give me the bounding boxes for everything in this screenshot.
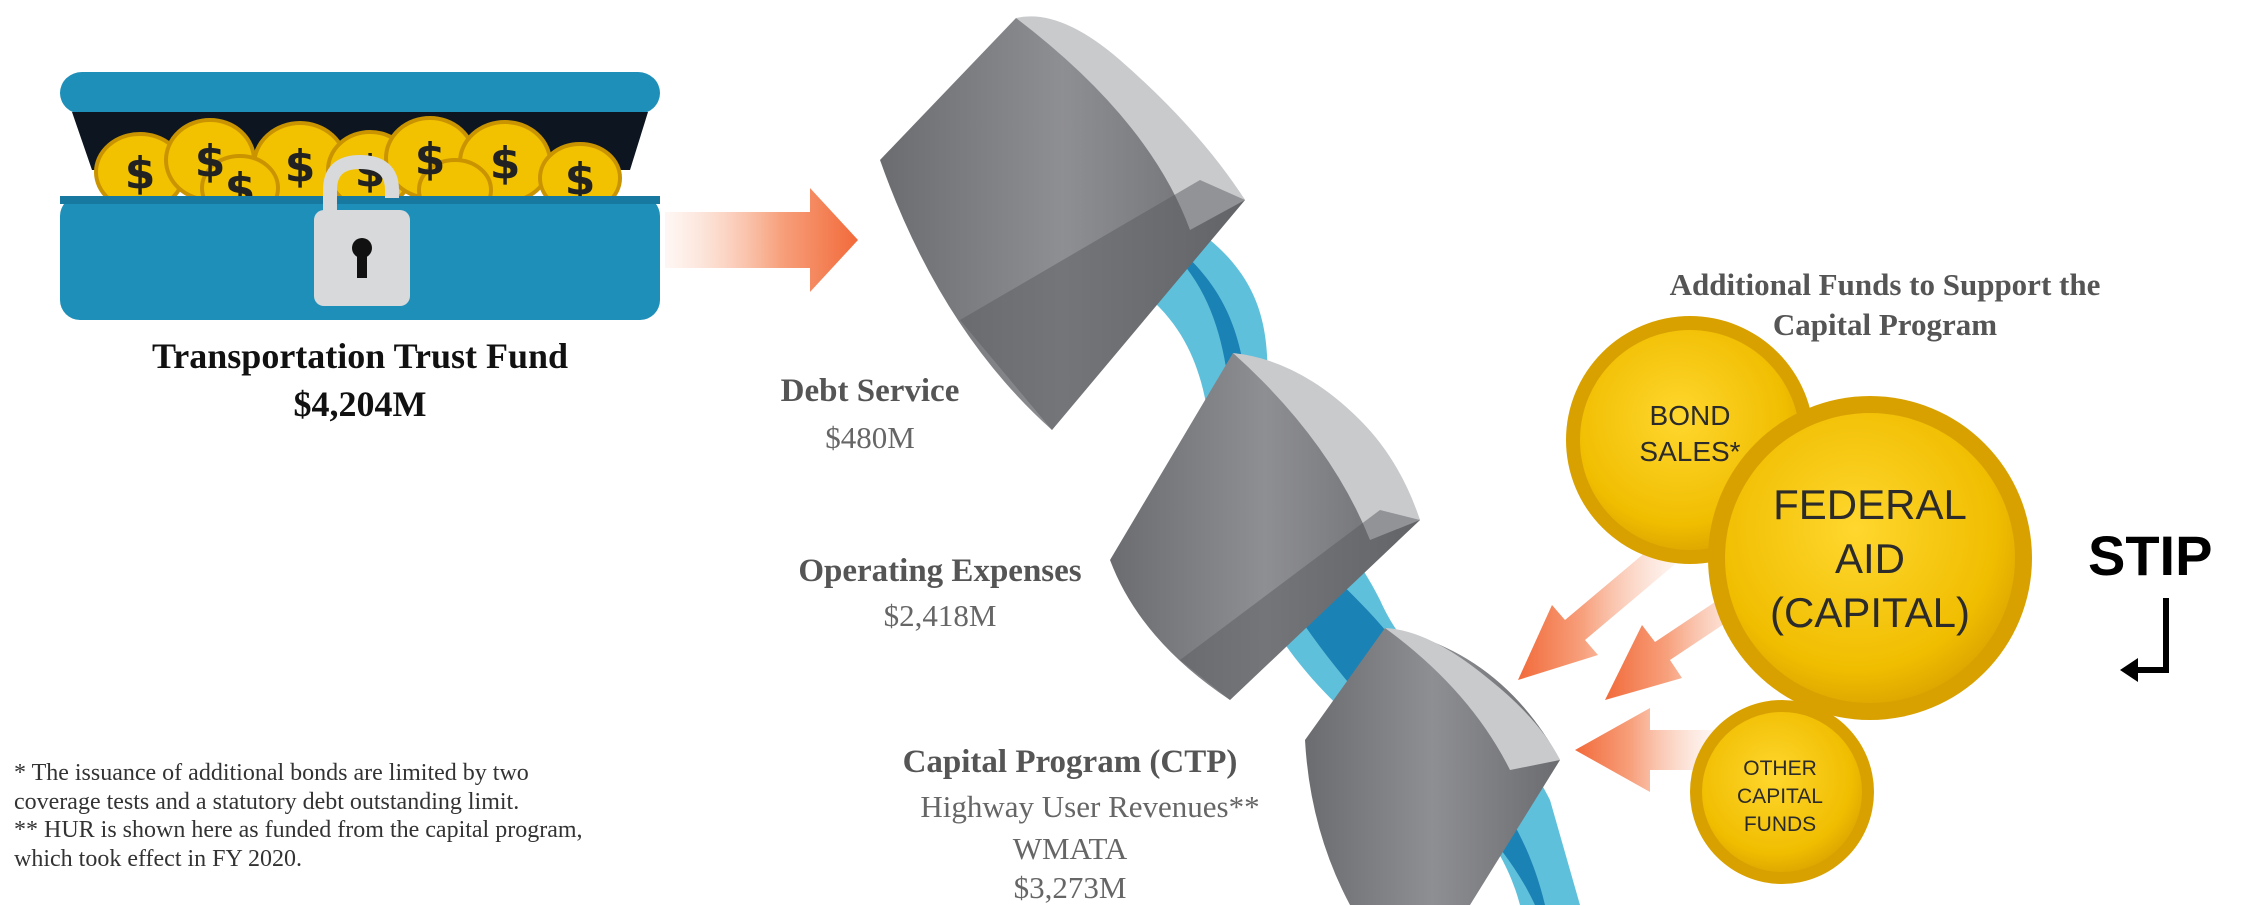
operating-expenses-amount: $2,418M	[883, 598, 997, 633]
capital-program-wmata: WMATA	[1012, 831, 1128, 866]
capital-program-label: Capital Program (CTP)	[902, 744, 1238, 780]
svg-text:$: $	[415, 134, 446, 185]
footnote-line: coverage tests and a statutory debt outs…	[14, 788, 520, 815]
arrow-right-icon	[665, 188, 858, 292]
bucket-capital-program	[1305, 628, 1560, 905]
bond-sales-label: BOND SALES*	[1639, 400, 1741, 467]
additional-funds-title-line1: Additional Funds to Support the	[1669, 267, 2101, 302]
trust-fund-title: Transportation Trust Fund	[151, 336, 569, 376]
footnote-line: which took effect in FY 2020.	[14, 845, 302, 872]
svg-text:$: $	[195, 136, 226, 187]
arrow-left-icon	[1575, 708, 1715, 792]
footnotes: * The issuance of additional bonds are l…	[14, 759, 654, 873]
svg-text:$: $	[490, 138, 521, 189]
padlock-icon	[314, 154, 410, 306]
federal-aid-label: FEDERAL AID (CAPITAL)	[1770, 481, 1970, 636]
capital-program-hur: Highway User Revenues**	[920, 789, 1260, 824]
other-capital-funds-label: OTHER CAPITAL FUNDS	[1737, 757, 1823, 836]
stip-label: STIP	[2088, 524, 2213, 587]
additional-funds-title: Additional Funds to Support the Capital …	[1620, 265, 2150, 345]
coin-other-capital-funds	[1690, 700, 1874, 884]
coin-federal-aid	[1708, 396, 2032, 720]
trust-fund-amount: $4,204M	[293, 384, 427, 424]
bucket-debt-service	[880, 16, 1245, 430]
bucket-operating-expenses	[1110, 353, 1420, 700]
return-arrow-icon	[2120, 598, 2169, 682]
operating-expenses-label: Operating Expenses	[798, 553, 1082, 589]
footnote-line: ** HUR is shown here as funded from the …	[14, 817, 583, 843]
treasure-chest-icon: $$$ $$$ $$	[60, 72, 660, 320]
debt-service-label: Debt Service	[780, 373, 960, 409]
footnote-line: * The issuance of additional bonds are l…	[14, 760, 529, 786]
svg-text:$: $	[285, 141, 316, 192]
capital-program-amount: $3,273M	[1013, 870, 1127, 905]
additional-funds-title-line2: Capital Program	[1772, 307, 1998, 342]
debt-service-amount: $480M	[825, 420, 915, 455]
arrow-left-icon	[1518, 540, 1680, 680]
svg-text:$: $	[125, 148, 156, 199]
